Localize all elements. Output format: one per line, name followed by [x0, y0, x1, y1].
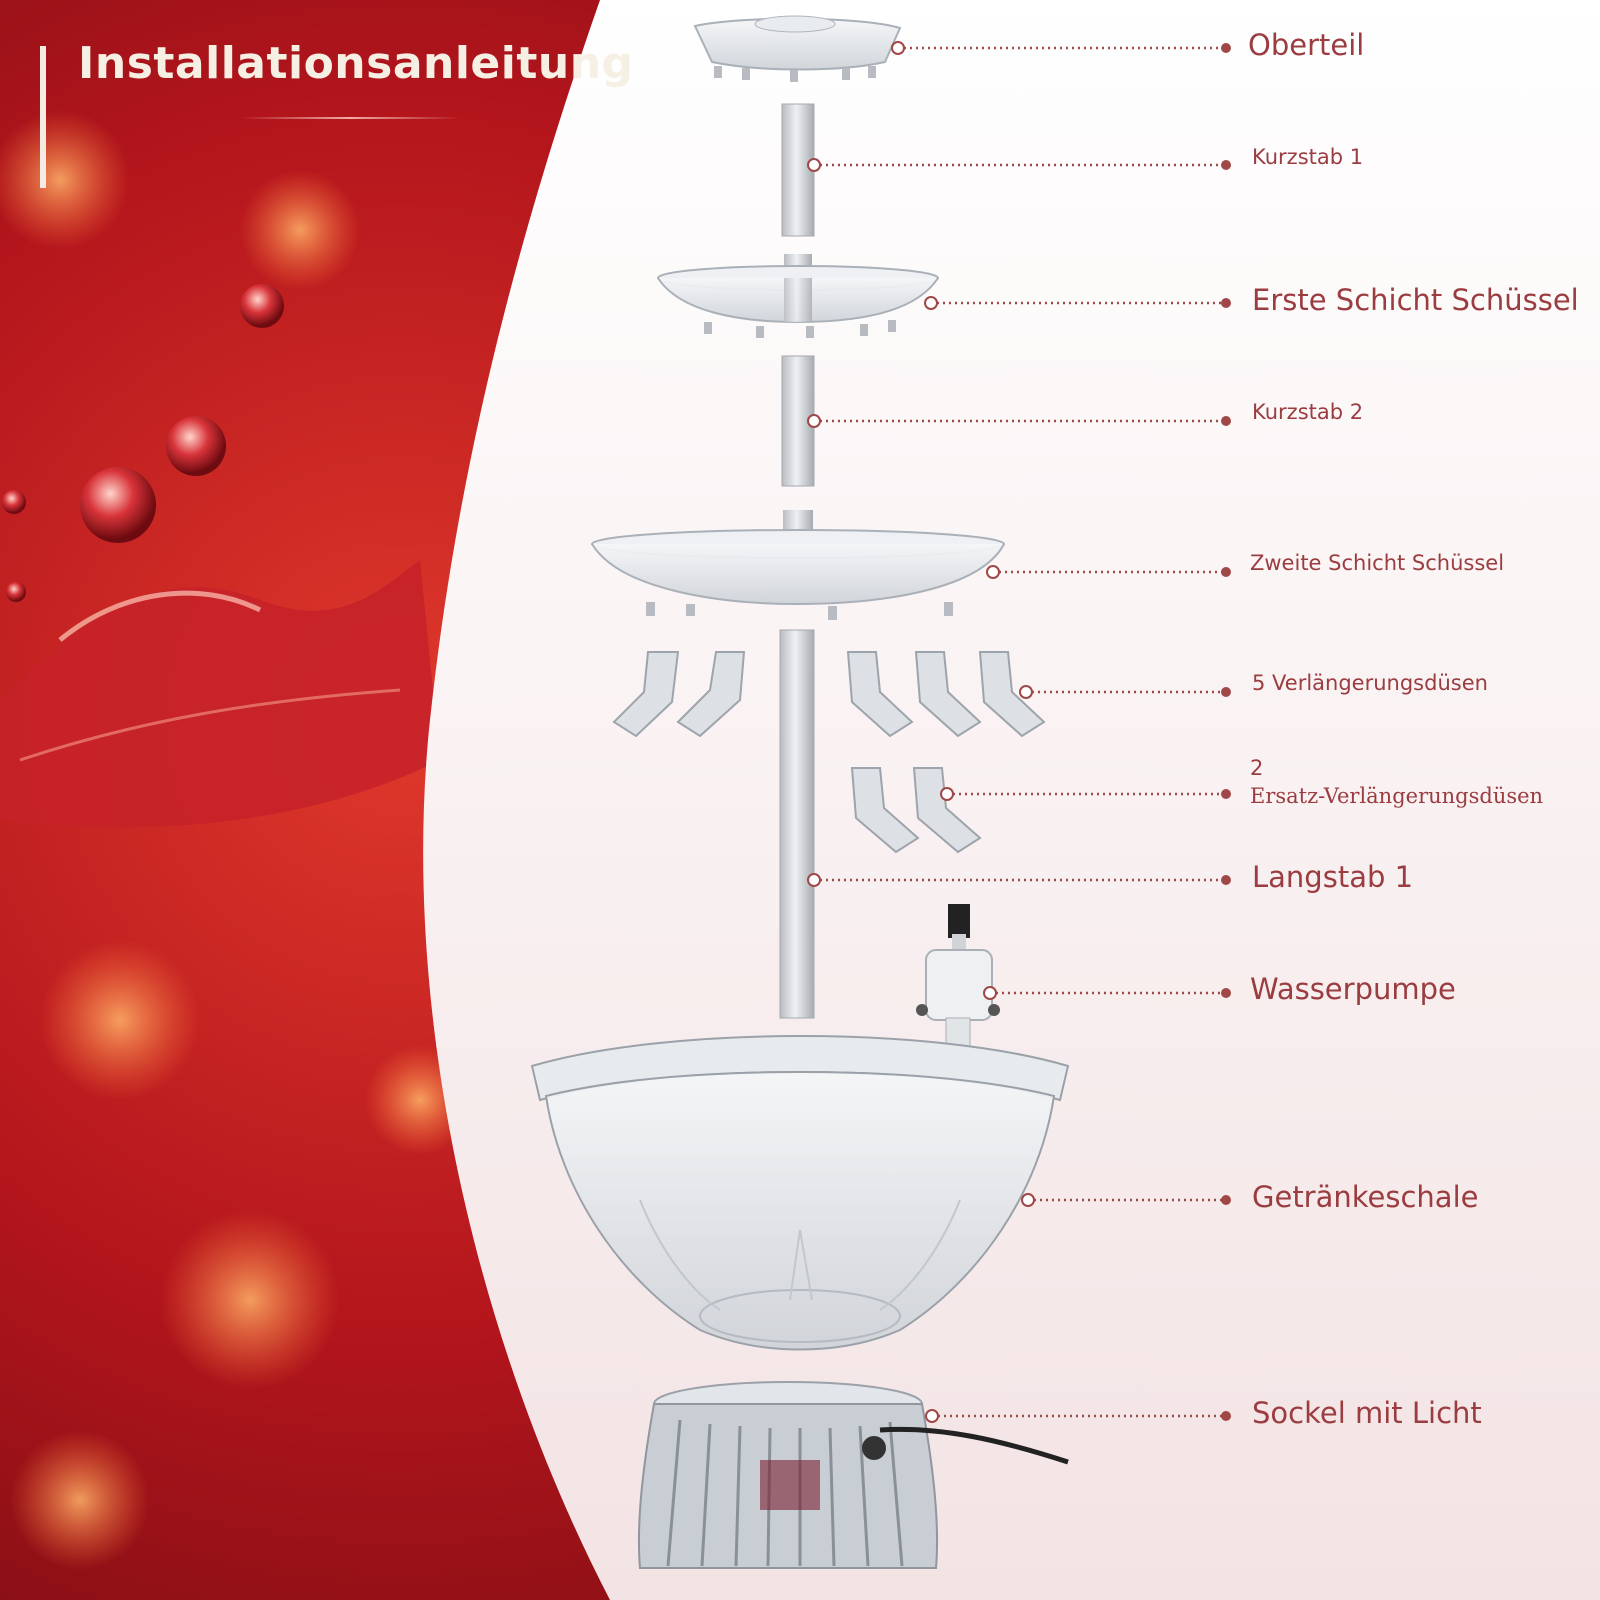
part-ersatz-duesen: [850, 767, 982, 854]
label-ersatz-duesen: Ersatz-Verlängerungsdüsen: [1250, 784, 1544, 808]
label-getraenkeschale: Getränkeschale: [1252, 1180, 1479, 1214]
bokeh-lights: [0, 110, 475, 1570]
part-erste-schicht-schuessel: [657, 254, 939, 338]
label-langstab-1: Langstab 1: [1252, 860, 1414, 894]
label-oberteil: Oberteil: [1248, 28, 1365, 62]
leader-anchors: [807, 41, 1035, 1423]
label-sockel-mit-licht: Sockel mit Licht: [1252, 1396, 1482, 1430]
label-kurzstab-2: Kurzstab 2: [1252, 400, 1364, 424]
part-wasserpumpe: [916, 904, 1000, 1049]
part-langstab-1: [779, 629, 815, 1019]
part-verlaengerungsduesen: [612, 651, 1046, 738]
part-getraenkeschale: [530, 1034, 1070, 1351]
part-sockel-mit-licht: [637, 1381, 1069, 1569]
wine-droplets: [2, 284, 284, 602]
part-zweite-schicht-schuessel: [591, 510, 1005, 620]
label-erste-schicht-schuessel: Erste Schicht Schüssel: [1252, 283, 1579, 317]
wine-splash: [0, 560, 440, 828]
label-zweite-schicht-schuessel: Zweite Schicht Schüssel: [1250, 551, 1505, 575]
label-ersatz-count: 2: [1250, 756, 1264, 780]
part-kurzstab-1: [781, 103, 815, 237]
label-kurzstab-1: Kurzstab 1: [1252, 145, 1364, 169]
label-wasserpumpe: Wasserpumpe: [1250, 972, 1456, 1006]
title-underline: [240, 117, 460, 119]
leader-endpoints: [1221, 43, 1231, 1421]
title-accent-bar: [40, 46, 46, 188]
label-verlaengerungsduesen: 5 Verlängerungsdüsen: [1252, 671, 1488, 695]
leader-lines: [814, 46, 1224, 1418]
page-title: Installationsanleitung: [78, 38, 634, 89]
